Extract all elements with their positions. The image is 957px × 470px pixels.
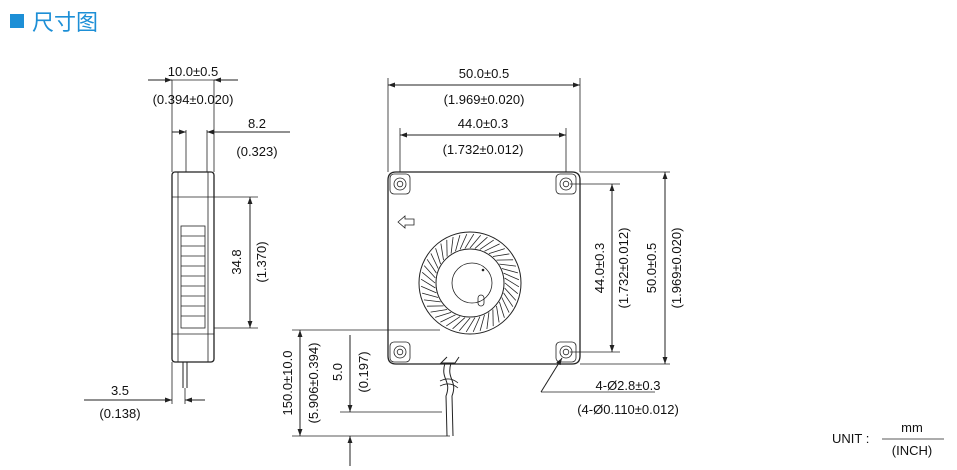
side-thickness-in: (0.394±0.020) [153,92,234,107]
impeller-blade [430,253,439,269]
front-lead-length-in: (5.906±0.394) [306,343,321,424]
front-width-mm: 50.0±0.5 [459,66,510,81]
airflow-arrow-icon [397,215,415,229]
lead-wire-a [443,362,449,437]
side-view: 10.0±0.5 (0.394±0.020) 8.2 (0.323) [84,64,290,421]
impeller-blade [452,317,466,330]
front-v-hole-pitch-in: (1.732±0.012) [616,228,631,309]
front-hole-dia-mm: 4-Ø2.8±0.3 [596,378,661,393]
impeller-blade [435,248,441,265]
impeller-blade [499,301,505,318]
front-height-mm: 50.0±0.5 [644,243,659,294]
impeller-blade [426,259,437,274]
section-title-text: 尺寸图 [32,11,99,36]
impeller-blade [435,312,452,318]
impeller-blade [501,268,519,274]
front-hole-pitch-in: (1.732±0.012) [443,142,524,157]
fan-housing [387,171,581,365]
impeller-blade [501,297,510,313]
impeller-blade [503,292,514,307]
impeller-blade [488,248,505,254]
impeller-blade [504,287,517,301]
impeller-blade [504,277,520,288]
impeller-blade [421,292,439,298]
impeller-blade [420,285,437,294]
side-outlet-height-in: (1.370) [254,241,269,282]
front-hole-pitch-mm: 44.0±0.3 [458,116,509,131]
impeller-blade [440,243,444,261]
square-bullet-icon [10,14,24,28]
impeller [418,231,522,335]
impeller-blade [496,305,500,323]
side-fins [180,225,206,329]
front-lead-length-mm: 150.0±10.0 [280,351,295,416]
fan-side-body [171,171,215,363]
impeller-blade [504,282,519,295]
impeller-blade [423,299,441,303]
impeller-blade [459,233,468,250]
impeller-blade [492,253,510,257]
impeller-blade [465,317,476,333]
impeller-blade [430,309,448,313]
front-height-in: (1.969±0.020) [669,228,684,309]
side-lead-offset-mm: 3.5 [111,383,129,398]
impeller-blade [420,278,436,289]
impeller-blade [450,236,454,254]
impeller-blade [484,243,500,252]
section-title: 尺寸图 [10,5,98,37]
unit-denominator: (INCH) [892,443,932,458]
impeller-blade [479,239,494,250]
impeller-blade [455,234,461,252]
front-view: 50.0±0.5 (1.969±0.020) 44.0±0.3 (1.732±0… [280,66,684,466]
front-hole-dia-in: (4-Ø0.110±0.012) [577,402,679,417]
impeller-blade [474,236,488,249]
impeller-blade [421,271,436,284]
side-outlet-in: (0.323) [236,144,277,159]
impeller-blade [446,316,461,327]
impeller-blade [479,314,485,332]
impeller-blade [464,233,475,249]
impeller-blade [440,314,456,323]
unit-numerator: mm [901,420,923,435]
impeller-blade [469,234,482,249]
unit-prefix: UNIT : [832,431,869,446]
side-lead-offset-in: (0.138) [99,406,140,421]
front-v-hole-pitch-mm: 44.0±0.3 [592,243,607,294]
impeller-blade [472,316,481,333]
side-thickness-mm: 10.0±0.5 [168,64,219,79]
lead-exit [439,356,460,364]
front-width-in: (1.969±0.020) [444,92,525,107]
lead-wire-b [449,362,455,437]
impeller-blade [458,317,471,332]
impeller-blade [423,265,436,279]
impeller-blade [499,263,517,267]
side-outlet-mm: 8.2 [248,116,266,131]
impeller-blade [486,312,490,330]
front-strip-mm: 5.0 [330,363,345,381]
impeller-blade [503,272,520,281]
unit-legend: UNIT : mm (INCH) [832,420,944,458]
side-outlet-height-mm: 34.8 [229,249,244,274]
front-strip-in: (0.197) [356,351,371,392]
